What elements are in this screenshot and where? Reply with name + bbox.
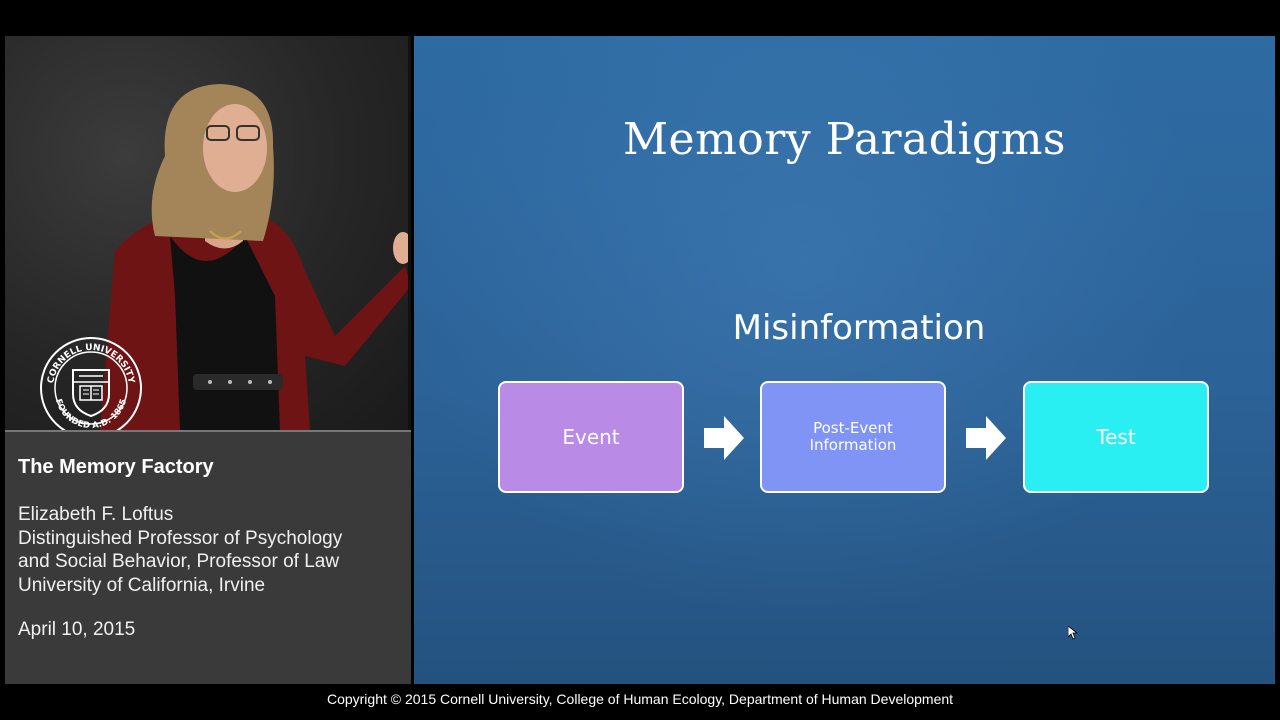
svg-text:FOUNDED A.D. 1865: FOUNDED A.D. 1865 — [53, 398, 129, 430]
cornell-seal-logo: CORNELL UNIVERSITY FOUNDED A.D. 1865 — [39, 336, 143, 430]
mouse-cursor-icon — [1068, 626, 1078, 640]
flow-step-test: Test — [1023, 381, 1209, 493]
slide-subtitle: Misinformation — [414, 308, 1275, 348]
right-arrow-icon — [966, 416, 1006, 460]
right-arrow-icon — [704, 416, 744, 460]
copyright-notice: Copyright © 2015 Cornell University, Col… — [0, 691, 1280, 707]
board-edge — [408, 36, 411, 430]
lecture-info-panel: The Memory Factory Elizabeth F. Loftus D… — [5, 432, 411, 684]
flow-step-post-event-information: Post-Event Information — [760, 381, 946, 493]
speaker-affiliation: University of California, Irvine — [18, 574, 342, 598]
speaker-title-line-2: and Social Behavior, Professor of Law — [18, 550, 342, 574]
presentation-slide: Memory Paradigms Misinformation Event Po… — [414, 36, 1275, 684]
lecture-date: April 10, 2015 — [18, 619, 135, 641]
speaker-video[interactable]: CORNELL UNIVERSITY FOUNDED A.D. 1865 — [5, 36, 411, 430]
speaker-name: Elizabeth F. Loftus — [18, 503, 342, 527]
flow-step-post-event-label-line-1: Post-Event — [810, 420, 897, 437]
flow-step-event-label: Event — [562, 425, 619, 449]
flow-step-event: Event — [498, 381, 684, 493]
lecture-title: The Memory Factory — [18, 456, 214, 479]
speaker-title-line-1: Distinguished Professor of Psychology — [18, 527, 342, 551]
flow-step-post-event-label-line-2: Information — [810, 437, 897, 454]
slide-title: Memory Paradigms — [414, 114, 1275, 165]
flow-step-test-label: Test — [1096, 425, 1135, 449]
speaker-info: Elizabeth F. Loftus Distinguished Profes… — [18, 503, 342, 597]
